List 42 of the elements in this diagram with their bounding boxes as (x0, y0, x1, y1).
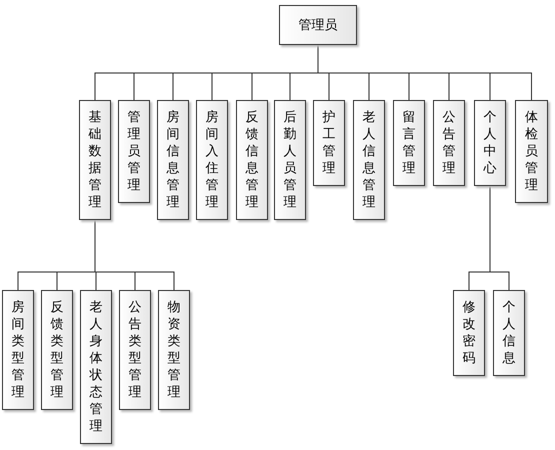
box-label: 反馈信息管理 (245, 109, 259, 211)
box-label: 房间类型管理 (11, 299, 25, 401)
org-box (279, 5, 357, 45)
org-box (79, 100, 111, 220)
box-label: 管理员管理 (127, 109, 141, 194)
box-label: 护工管理 (322, 109, 336, 177)
box-label: 个人中心 (483, 109, 497, 177)
box-label: 房间入住管理 (205, 109, 219, 211)
box-label: 体检员管理 (524, 109, 538, 194)
org-box (433, 100, 465, 186)
box-label: 老人信息管理 (362, 109, 376, 211)
org-box (515, 100, 548, 203)
box-label: 房间信息管理 (166, 109, 180, 211)
org-box (118, 100, 150, 203)
org-box (41, 290, 73, 410)
box-label: 后勤人员管理 (283, 109, 297, 211)
box-label: 个人信息 (502, 299, 516, 367)
org-box (274, 100, 306, 220)
box-label: 基础数据管理 (88, 109, 102, 211)
connector-line (490, 186, 510, 290)
org-box (119, 290, 151, 410)
box-label: 老人身体状态管理 (89, 299, 103, 435)
box-label: 反馈类型管理 (50, 299, 64, 401)
org-box (353, 100, 385, 220)
box-label: 修改密码 (462, 299, 476, 367)
box-label: 物资类型管理 (167, 299, 181, 401)
box-label: 留言管理 (402, 109, 416, 177)
box-label: 公告类型管理 (128, 299, 142, 401)
org-box (196, 100, 228, 220)
org-box (236, 100, 268, 220)
org-box (80, 290, 112, 444)
org-box (493, 290, 525, 376)
org-box (453, 290, 485, 376)
connector-line (318, 44, 532, 100)
org-box (313, 100, 345, 186)
org-box (157, 100, 189, 220)
org-box (474, 100, 506, 186)
box-label: 管理员 (298, 16, 338, 34)
org-box (158, 290, 190, 410)
org-box (2, 290, 34, 410)
box-label: 公告管理 (442, 109, 456, 177)
org-box (393, 100, 425, 186)
